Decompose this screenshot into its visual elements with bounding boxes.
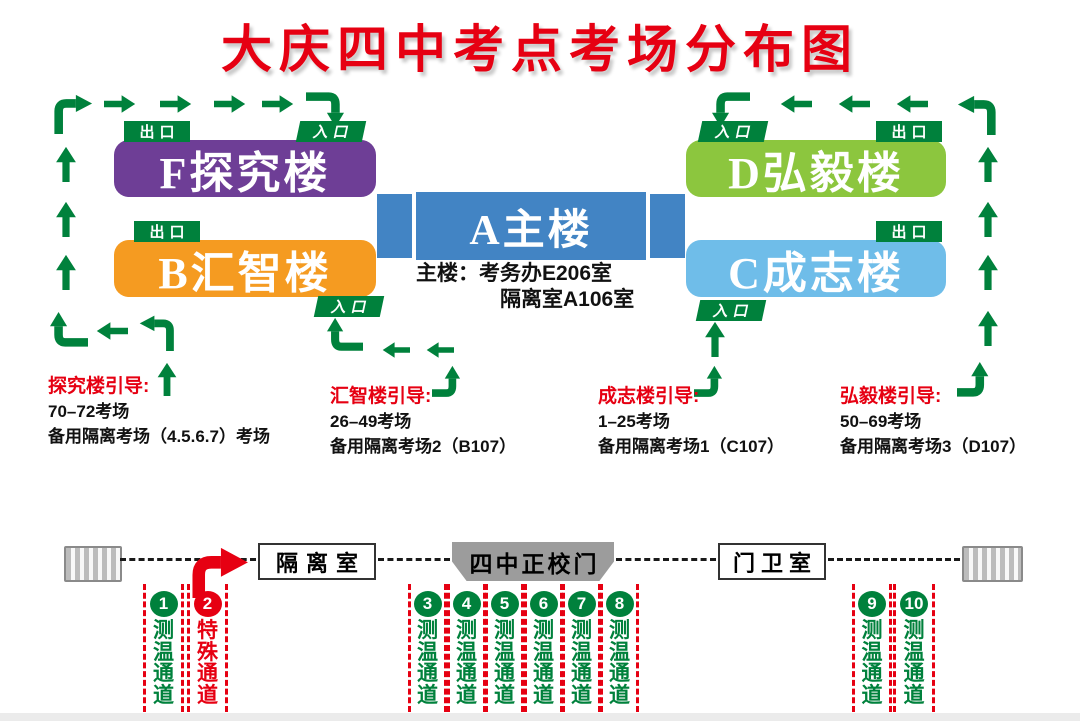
guide-backup: 备用隔离考场3（D107）	[840, 437, 1027, 456]
road-end-hatch-right	[962, 546, 1023, 582]
route-arrow-left-icon	[96, 321, 128, 341]
channel-9: 9 测温通道	[852, 584, 892, 712]
channel-label: 测温通道	[861, 619, 883, 707]
route-turn-up-right-icon	[52, 92, 94, 134]
gate-exit-d: 出口	[876, 121, 942, 142]
guide-backup: 备用隔离考场（4.5.6.7）考场	[48, 427, 270, 446]
gate-exit-f: 出口	[124, 121, 190, 142]
note-line-1: 主楼：考务办E206室	[416, 262, 613, 285]
guide-tanjiu: 探究楼引导: 70–72考场 备用隔离考场（4.5.6.7）考场	[48, 374, 270, 449]
route-arrow-right-icon	[214, 94, 246, 114]
route-arrow-left-icon	[896, 94, 928, 114]
route-turn-left-up-icon	[326, 317, 364, 353]
route-arrow-left-icon	[838, 94, 870, 114]
channel-label: 测温通道	[153, 619, 174, 707]
building-c-chengzhi: C成志楼	[686, 240, 946, 298]
gate-exit-b: 出口	[134, 221, 200, 242]
channel-number-badge: 7	[567, 591, 596, 617]
channel-number-badge: 8	[605, 591, 634, 617]
guide-rooms: 50–69考场	[840, 412, 922, 431]
channel-number-badge: 2	[193, 591, 222, 617]
channel-4: 4 测温通道	[447, 584, 486, 712]
guide-chengzhi: 成志楼引导: 1–25考场 备用隔离考场1（C107）	[598, 384, 784, 459]
route-arrow-up-icon	[976, 146, 1000, 182]
channel-number-badge: 6	[529, 591, 558, 617]
channel-7: 7 测温通道	[562, 584, 601, 712]
bottom-edge-strip	[0, 713, 1080, 721]
guide-hongyi: 弘毅楼引导: 50–69考场 备用隔离考场3（D107）	[840, 384, 1026, 459]
guide-backup: 备用隔离考场1（C107）	[598, 437, 785, 456]
building-a-west-wing	[377, 194, 412, 258]
gate-entrance-c: 入口	[695, 300, 767, 321]
gate-entrance-b: 入口	[313, 296, 385, 317]
guide-rooms: 26–49考场	[330, 412, 412, 431]
channel-label: 测温通道	[533, 619, 554, 707]
guide-title: 弘毅楼引导:	[840, 386, 942, 407]
route-arrow-up-icon	[976, 201, 1000, 237]
channel-number-badge: 5	[490, 591, 519, 617]
building-d-hongyi: D弘毅楼	[686, 140, 946, 198]
channel-label: 测温通道	[494, 619, 515, 707]
route-turn-left-up-icon	[48, 311, 90, 349]
channel-1: 1 测温通道	[143, 584, 184, 712]
channel-number-badge: 4	[452, 591, 481, 617]
building-b-huizhi: B汇智楼	[114, 240, 376, 298]
channel-2-special: 2 特殊通道	[187, 584, 228, 712]
guide-huizhi: 汇智楼引导: 26–49考场 备用隔离考场2（B107）	[330, 384, 516, 459]
route-turn-up-left-icon	[138, 311, 176, 353]
channel-label: 测温通道	[609, 619, 630, 707]
route-arrow-left-icon	[426, 341, 454, 359]
gate-exit-c: 出口	[876, 221, 942, 242]
guide-backup: 备用隔离考场2（B107）	[330, 437, 517, 456]
road-dashed-line	[120, 558, 256, 561]
guide-rooms: 1–25考场	[598, 412, 670, 431]
route-arrow-up-icon	[704, 321, 726, 357]
note-line-2: 隔离室A106室	[500, 288, 635, 311]
road-dashed-line	[828, 558, 960, 561]
guide-title: 成志楼引导:	[598, 386, 700, 407]
channel-number-badge: 9	[858, 591, 886, 617]
route-arrow-up-icon	[976, 310, 1000, 346]
guide-rooms: 70–72考场	[48, 402, 130, 421]
building-a-east-wing	[650, 194, 685, 258]
route-arrow-left-icon	[780, 94, 812, 114]
main-gate-box: 四中正校门	[452, 542, 614, 581]
route-turn-right-down-icon	[306, 90, 344, 128]
isolation-room-box: 隔离室	[258, 543, 376, 580]
route-arrow-up-icon	[54, 146, 78, 182]
route-arrow-right-icon	[160, 94, 192, 114]
route-arrow-left-icon	[382, 341, 410, 359]
guide-title: 汇智楼引导:	[330, 386, 432, 407]
channel-label: 测温通道	[417, 619, 438, 707]
route-arrow-up-icon	[54, 254, 78, 290]
channel-5: 5 测温通道	[485, 584, 524, 712]
channel-label: 特殊通道	[197, 619, 218, 707]
channel-number-badge: 1	[149, 591, 178, 617]
route-arrow-up-icon	[976, 254, 1000, 290]
route-turn-left-down-icon	[712, 90, 750, 128]
building-f-tanjiu: F探究楼	[114, 140, 376, 198]
route-turn-up-left-icon	[956, 92, 998, 136]
channel-number-badge: 3	[413, 591, 442, 617]
channel-8: 8 测温通道	[600, 584, 639, 712]
channel-3: 3 测温通道	[408, 584, 447, 712]
channel-label: 测温通道	[456, 619, 477, 707]
route-arrow-up-icon	[54, 201, 78, 237]
channel-number-badge: 10	[900, 591, 928, 617]
road-dashed-line	[378, 558, 450, 561]
channel-10: 10 测温通道	[893, 584, 935, 712]
main-building-note: 主楼：考务办E206室 隔离室A106室	[416, 261, 634, 313]
road-end-hatch-left	[64, 546, 122, 582]
channel-6: 6 测温通道	[524, 584, 563, 712]
road-dashed-line	[616, 558, 716, 561]
channel-label: 测温通道	[571, 619, 592, 707]
guide-title: 探究楼引导:	[48, 376, 150, 397]
guard-room-box: 门卫室	[718, 543, 826, 580]
route-arrow-right-icon	[104, 94, 136, 114]
route-arrow-right-icon	[262, 94, 294, 114]
channel-label: 测温通道	[903, 619, 925, 707]
building-a-main: A主楼	[416, 192, 646, 260]
page-title: 大庆四中考点考场分布图	[220, 21, 859, 78]
